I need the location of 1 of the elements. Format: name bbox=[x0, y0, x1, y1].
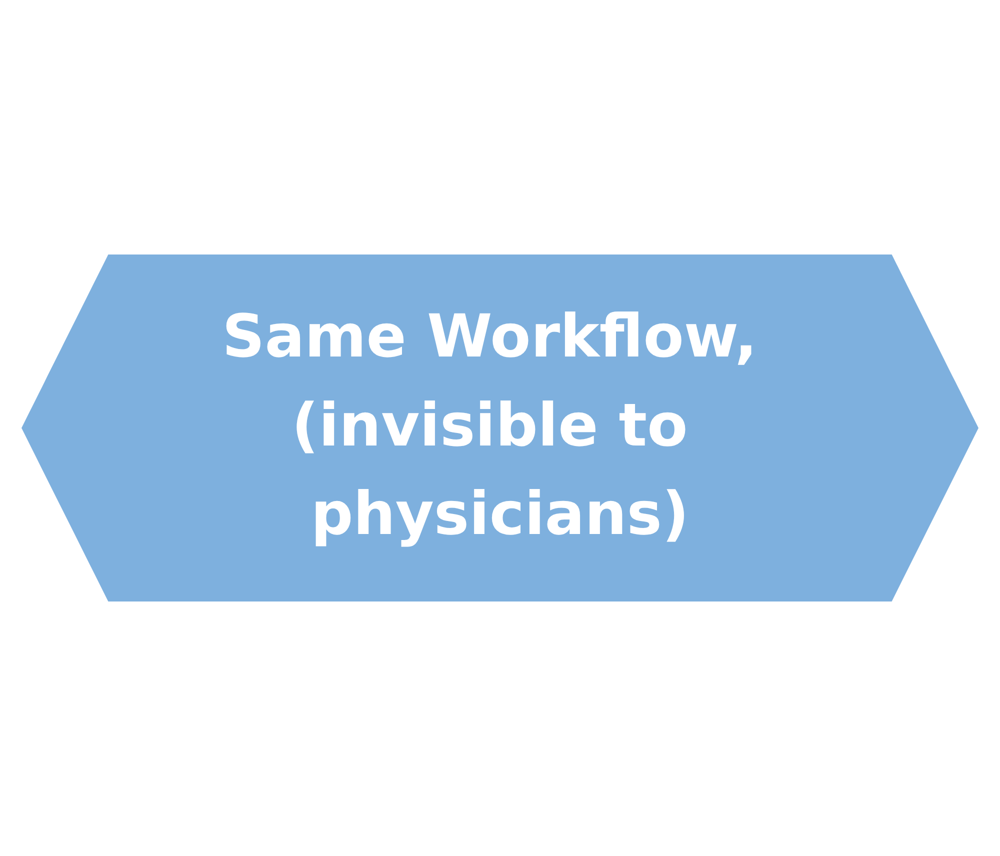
node-box: Same Workflow, (invisible to physicians) bbox=[22, 254, 978, 602]
